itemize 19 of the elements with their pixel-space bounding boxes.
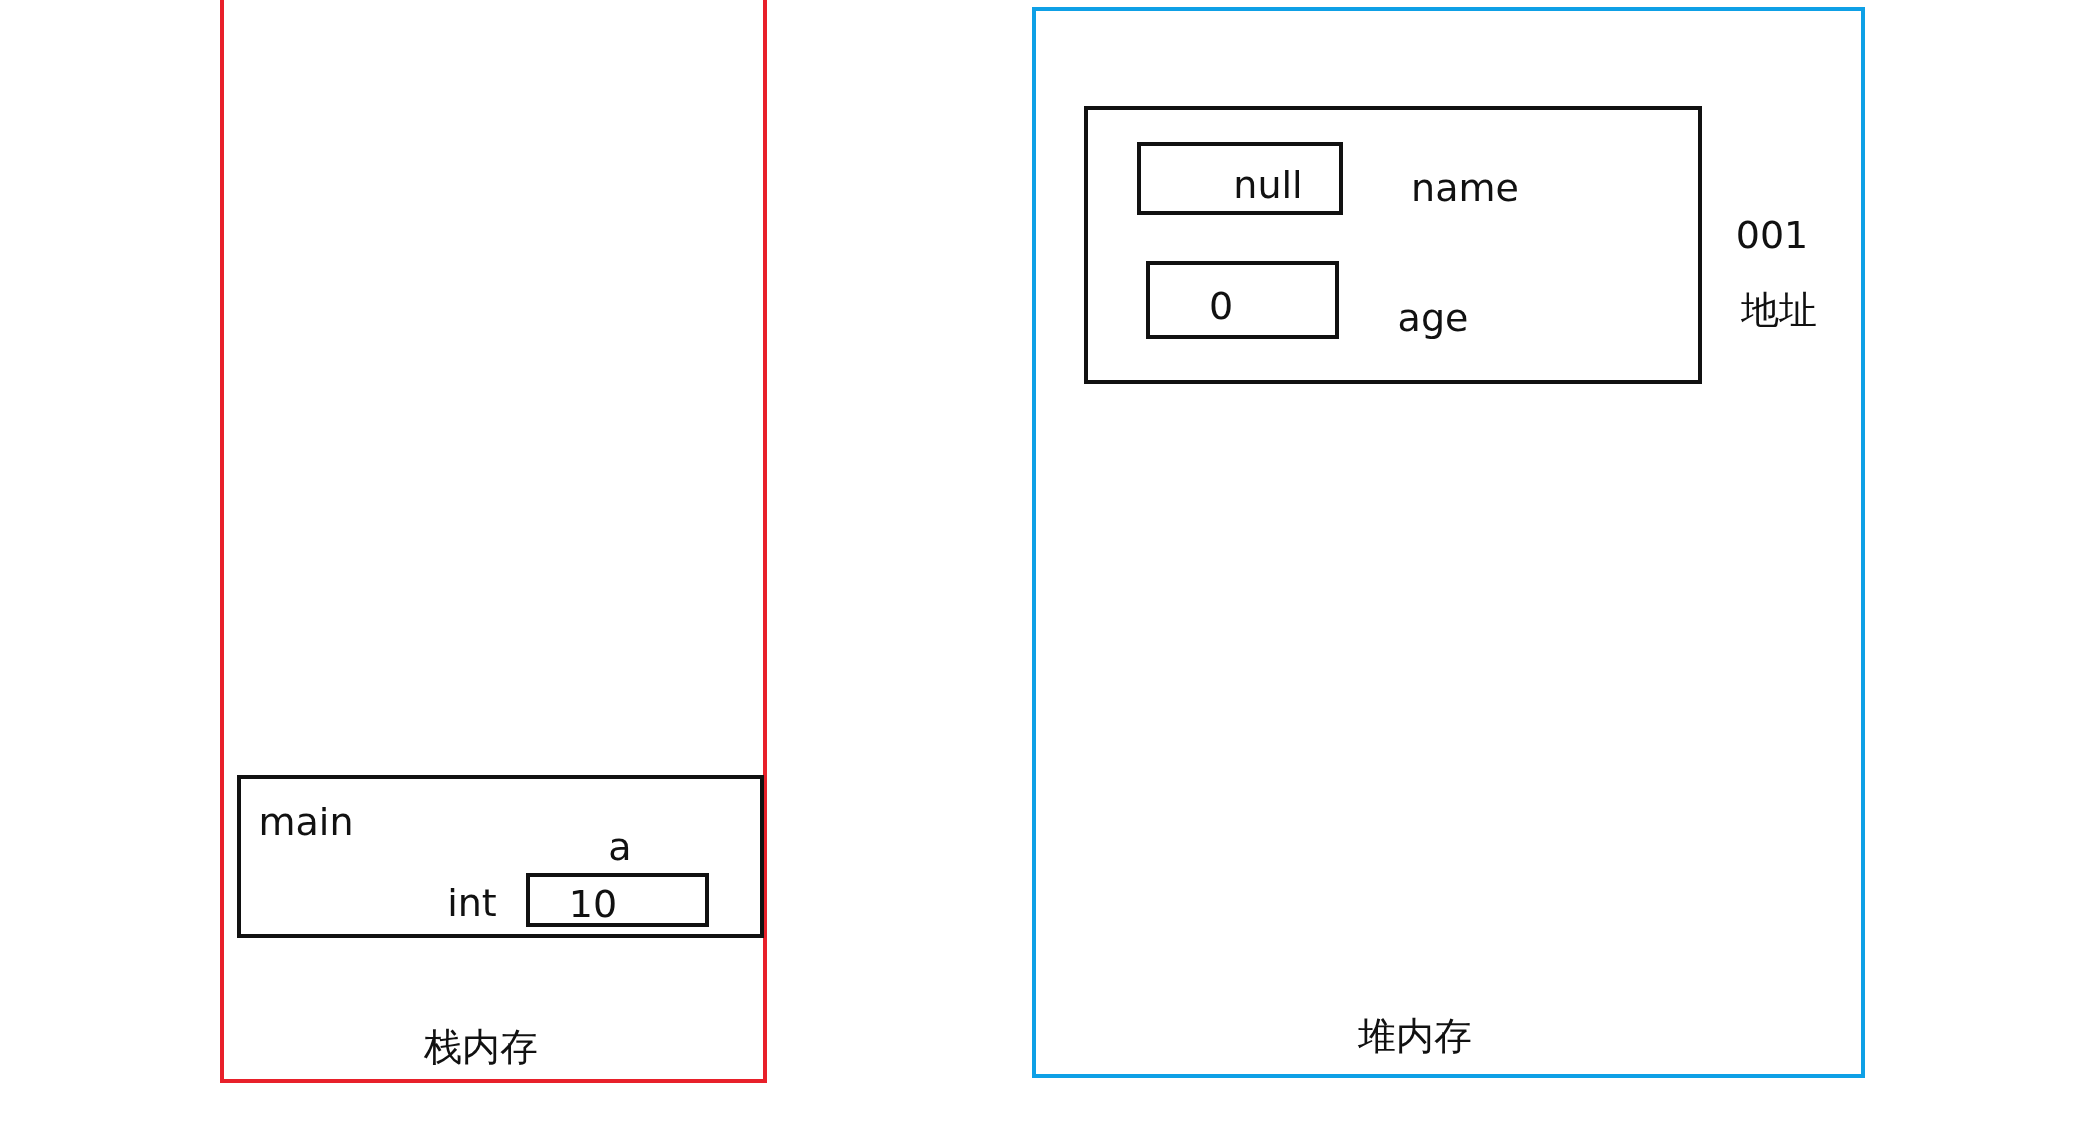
- stack-frame-box: [237, 775, 764, 938]
- variable-box: [526, 873, 709, 927]
- box-label: 0: [1208, 285, 1234, 329]
- box-label: main: [258, 801, 354, 845]
- object-box: [1084, 106, 1702, 384]
- side-label: 地址: [1741, 289, 1817, 333]
- box-label: 栈内存: [424, 1026, 538, 1070]
- heap-memory-region: [1032, 7, 1865, 1078]
- field-box: [1137, 142, 1343, 215]
- side-label: a: [608, 826, 632, 870]
- side-label: age: [1397, 297, 1469, 341]
- stack-memory-region: [220, 0, 767, 1083]
- side-label: int: [447, 882, 497, 926]
- box-label: null: [1233, 164, 1303, 208]
- box-label: 堆内存: [1358, 1015, 1472, 1059]
- side-label: 001: [1735, 214, 1809, 258]
- field-box: [1146, 261, 1339, 339]
- side-label: name: [1411, 167, 1519, 211]
- box-label: 10: [568, 883, 618, 927]
